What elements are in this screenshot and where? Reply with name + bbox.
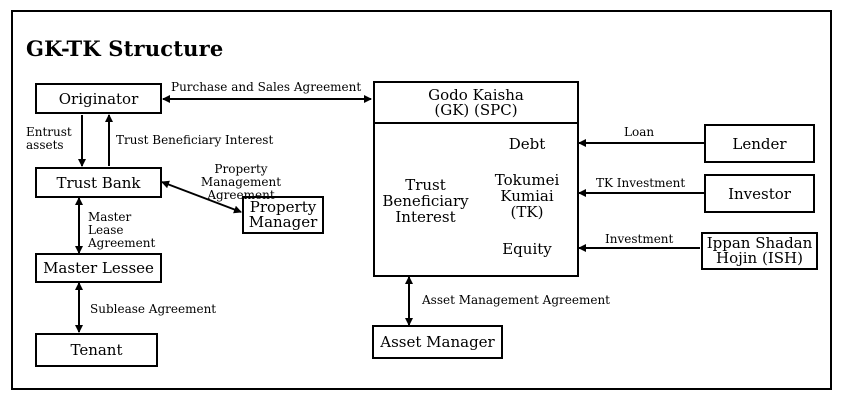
- master-lessee-box: Master Lessee: [35, 253, 162, 283]
- purchase-sales-label: Purchase and Sales Agreement: [171, 80, 362, 94]
- asset-manager-box: Asset Manager: [372, 325, 503, 359]
- investor-box: Investor: [704, 174, 815, 213]
- tenant-label: Tenant: [70, 341, 123, 359]
- asset-manager-label: Asset Manager: [380, 333, 495, 351]
- tk-cell: Tokumei Kumiai (TK): [477, 162, 577, 230]
- equity-label: Equity: [502, 239, 552, 258]
- trust-bank-box: Trust Bank: [35, 167, 162, 198]
- trust-beneficiary-interest-cell: Trust Beneficiary Interest: [375, 126, 476, 275]
- debt-cell: Debt: [477, 126, 577, 161]
- diagram-frame: [11, 10, 832, 390]
- property-management-label: Property Management Agreement: [200, 162, 282, 202]
- property-manager-box: Property Manager: [242, 196, 324, 234]
- gk-label: Godo Kaisha (GK) (SPC): [428, 85, 524, 119]
- originator-label: Originator: [58, 89, 139, 108]
- loan-label: Loan: [624, 125, 655, 139]
- property-management-arrow: [161, 180, 242, 214]
- tk-investment-label: TK Investment: [596, 176, 686, 190]
- diagram-title: GK-TK Structure: [26, 36, 224, 61]
- gk-header: Godo Kaisha (GK) (SPC): [375, 83, 577, 124]
- trust-beneficiary-interest-edge-label: Trust Beneficiary Interest: [116, 133, 274, 147]
- entrust-assets-label: Entrust assets: [26, 125, 72, 152]
- investment-label: Investment: [605, 232, 674, 246]
- lender-label: Lender: [732, 134, 787, 153]
- trust-bank-label: Trust Bank: [56, 173, 141, 192]
- ish-box: Ippan Shadan Hojin (ISH): [701, 232, 818, 270]
- originator-box: Originator: [35, 83, 162, 114]
- tk-label: Tokumei Kumiai (TK): [494, 171, 560, 221]
- property-manager-label: Property Manager: [248, 198, 318, 231]
- sublease-label: Sublease Agreement: [90, 302, 217, 316]
- investor-label: Investor: [728, 184, 791, 203]
- trust-beneficiary-interest-label: Trust Beneficiary Interest: [382, 175, 469, 226]
- asset-management-label: Asset Management Agreement: [422, 293, 610, 307]
- equity-cell: Equity: [477, 231, 577, 266]
- master-lease-label: Master Lease Agreement: [88, 210, 156, 250]
- tenant-box: Tenant: [35, 333, 158, 367]
- master-lessee-label: Master Lessee: [43, 259, 154, 277]
- ish-label: Ippan Shadan Hojin (ISH): [706, 234, 813, 267]
- lender-box: Lender: [704, 124, 815, 163]
- debt-label: Debt: [508, 134, 546, 153]
- gk-box: [373, 81, 579, 277]
